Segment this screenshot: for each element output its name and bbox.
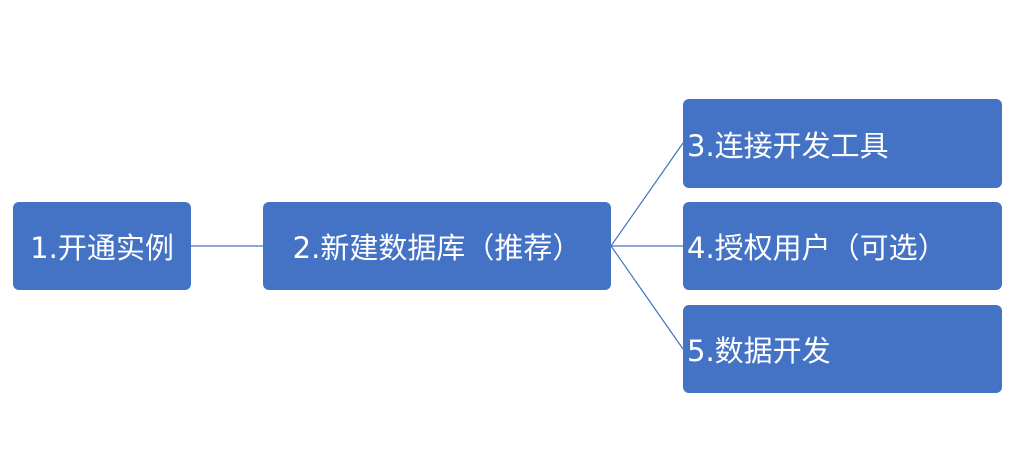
node-label: 4.授权用户（可选） bbox=[687, 231, 947, 265]
node-authorize-user: 4.授权用户（可选） bbox=[683, 202, 1002, 290]
node-connect-dev-tool: 3.连接开发工具 bbox=[683, 99, 1002, 188]
edge-2-5 bbox=[610, 245, 684, 350]
node-label: 5.数据开发 bbox=[687, 334, 831, 368]
node-label: 2.新建数据库（推荐） bbox=[292, 231, 582, 265]
node-open-instance: 1.开通实例 bbox=[13, 202, 191, 290]
node-data-development: 5.数据开发 bbox=[683, 305, 1002, 393]
node-label: 3.连接开发工具 bbox=[687, 128, 889, 163]
node-label: 1.开通实例 bbox=[30, 231, 174, 265]
node-create-database: 2.新建数据库（推荐） bbox=[263, 202, 611, 290]
edge-2-3 bbox=[610, 142, 684, 247]
